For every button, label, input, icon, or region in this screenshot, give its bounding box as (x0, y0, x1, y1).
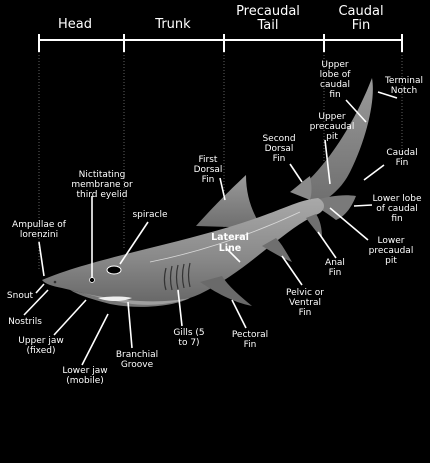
lateral-line (149, 211, 301, 263)
pelvic-fin (262, 238, 292, 262)
label-nostrils: Nostrils (8, 317, 42, 327)
section-head: Head (58, 17, 92, 32)
label-lateral-line: Lateral Line (211, 232, 249, 254)
label-lower-jaw: Lower jaw (mobile) (62, 366, 108, 386)
label-terminal-notch: Terminal Notch (384, 76, 424, 96)
label-ampullae: Ampullae of lorenzini (12, 220, 66, 240)
label-upper-jaw: Upper jaw (fixed) (18, 336, 64, 356)
label-pectoral-fin: Pectoral Fin (231, 330, 269, 350)
label-gills: Gills (5 to 7) (173, 328, 205, 348)
label-upper-precaudal-pit: Upper precaudal pit (309, 112, 355, 142)
lower-caudal-lobe (312, 195, 356, 220)
gill-slits (163, 262, 191, 291)
label-upper-caudal-lobe: Upper lobe of caudal fin (319, 60, 351, 100)
label-spiracle: spiracle (132, 210, 168, 220)
label-lower-precaudal-pit: Lower precaudal pit (368, 236, 414, 266)
label-branchial-groove: Branchial Groove (115, 350, 159, 370)
label-caudal-fin: Caudal Fin (386, 148, 418, 168)
label-pelvic-fin: Pelvic or Ventral Fin (286, 288, 324, 318)
upper-caudal-lobe (300, 78, 373, 205)
section-precaudal-tail: Precaudal Tail (236, 4, 300, 33)
section-trunk: Trunk (155, 17, 191, 32)
spiracle (106, 265, 122, 275)
shark-body (42, 198, 324, 305)
first-dorsal-fin (196, 175, 262, 228)
section-bracket (38, 34, 403, 52)
mouth (98, 296, 132, 301)
label-lower-caudal-lobe: Lower lobe of caudal fin (372, 194, 422, 224)
section-caudal-fin: Caudal Fin (338, 4, 384, 33)
label-second-dorsal: Second Dorsal Fin (262, 134, 296, 164)
label-snout: Snout (6, 291, 34, 301)
second-dorsal-fin (290, 176, 312, 200)
label-nictitating: Nictitating membrane or third eyelid (71, 170, 133, 200)
section-guide-lines (38, 52, 403, 270)
label-anal-fin: Anal Fin (325, 258, 345, 278)
eye (89, 277, 95, 283)
label-first-dorsal: First Dorsal Fin (193, 155, 223, 185)
leader-lines (23, 91, 398, 366)
shark-illustration (42, 78, 373, 307)
pectoral-fin (200, 276, 252, 306)
